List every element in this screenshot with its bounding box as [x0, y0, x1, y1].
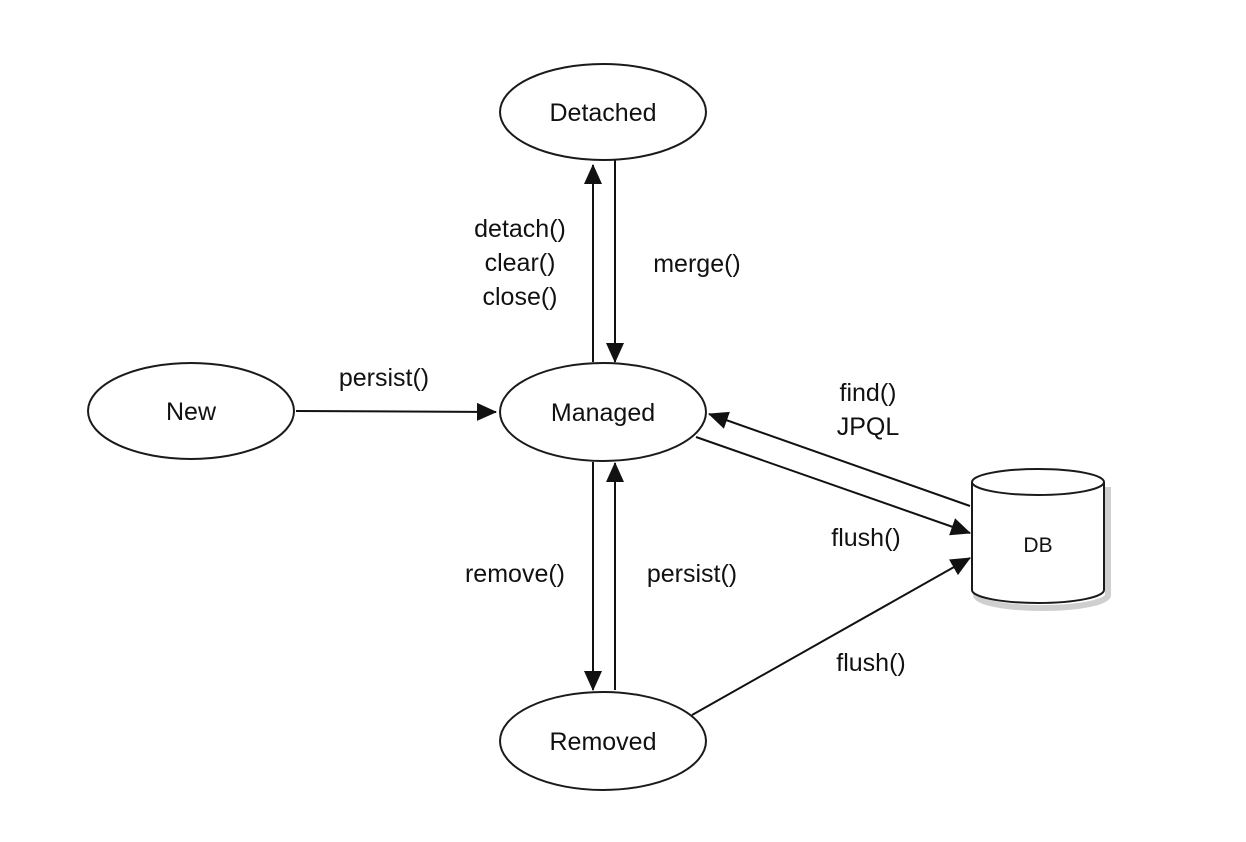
edge-new-to-managed	[295, 402, 497, 421]
label-merge: merge()	[653, 250, 741, 278]
label-find: find()	[840, 379, 897, 407]
node-managed-label: Managed	[551, 399, 655, 427]
node-new: New	[87, 362, 295, 460]
label-flush-removed: flush()	[836, 649, 905, 677]
node-db: DB	[971, 468, 1111, 611]
node-db-label: DB	[1023, 534, 1052, 557]
label-remove: remove()	[465, 560, 565, 588]
label-detach: detach()	[474, 215, 566, 243]
db-cylinder-top	[971, 468, 1105, 496]
label-flush-managed: flush()	[831, 524, 900, 552]
label-clear: clear()	[485, 249, 556, 277]
db-cylinder-shadow	[973, 487, 1111, 611]
label-jpql: JPQL	[837, 413, 900, 441]
label-persist-removed: persist()	[647, 560, 737, 588]
node-detached-label: Detached	[549, 99, 656, 127]
node-removed: Removed	[499, 691, 707, 791]
label-close: close()	[482, 283, 557, 311]
edge-db-to-managed	[708, 411, 971, 507]
edge-managed-to-db	[695, 436, 971, 536]
edge-removed-to-db	[691, 557, 971, 716]
node-new-label: New	[166, 398, 217, 426]
label-persist-new: persist()	[339, 364, 429, 392]
node-managed: Managed	[499, 362, 707, 462]
db-cylinder-body	[971, 482, 1105, 604]
node-detached: Detached	[499, 63, 707, 161]
node-removed-label: Removed	[550, 728, 657, 756]
